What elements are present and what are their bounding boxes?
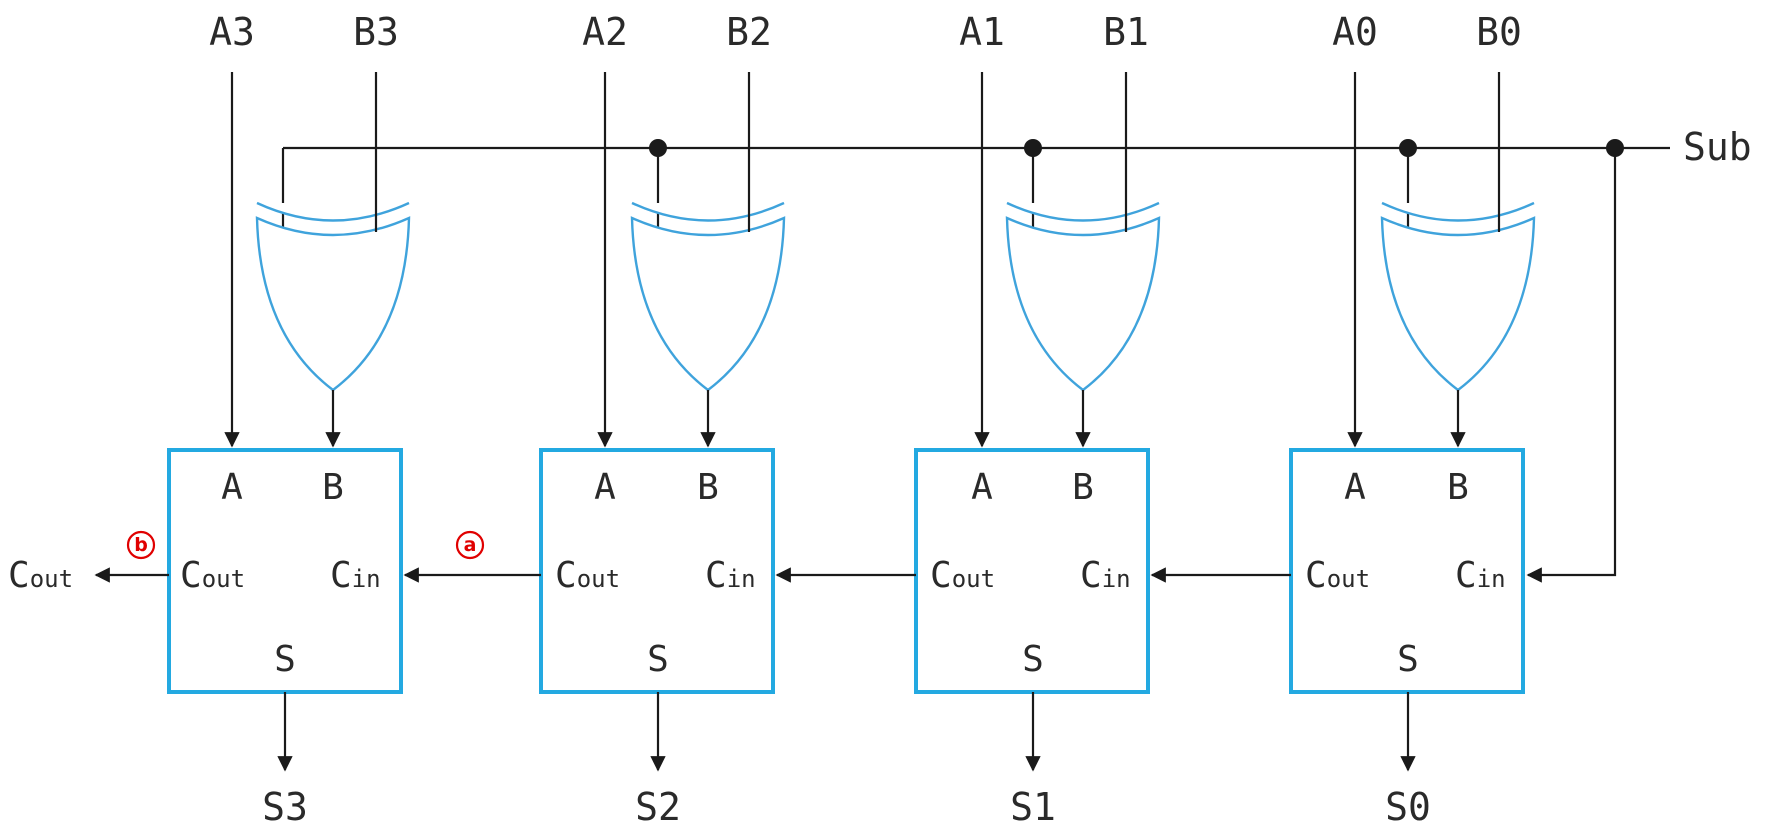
junction-dot-cin0 xyxy=(1606,139,1624,157)
fa3-port-s: S xyxy=(274,639,296,680)
sub-label: Sub xyxy=(1683,125,1752,169)
junction-dot-xor0 xyxy=(1399,139,1417,157)
fa0-port-b: B xyxy=(1447,467,1469,508)
fa0-port-s: S xyxy=(1397,639,1419,680)
fa0-port-a: A xyxy=(1344,467,1366,508)
annotation-mark-a-text: a xyxy=(464,534,477,556)
fa1-port-cin: Cin xyxy=(1080,555,1131,596)
input-label-b0: B0 xyxy=(1476,10,1522,54)
junction-dot-xor1 xyxy=(1024,139,1042,157)
full-adder-3 xyxy=(167,448,403,694)
fa3-port-cout: Cout xyxy=(180,555,245,596)
output-label-s2: S2 xyxy=(635,785,681,829)
output-label-s3: S3 xyxy=(262,785,308,829)
fa2-port-s: S xyxy=(647,639,669,680)
sub-to-cin0-wire xyxy=(1526,148,1617,583)
fa1-port-s: S xyxy=(1022,639,1044,680)
fa1-port-cout: Cout xyxy=(930,555,995,596)
annotation-mark-a: a xyxy=(455,530,485,560)
input-label-b3: B3 xyxy=(353,10,399,54)
input-label-b1: B1 xyxy=(1103,10,1149,54)
cout-final-label: Cout xyxy=(8,555,73,596)
fa0-port-cin: Cin xyxy=(1455,555,1506,596)
fa0-port-cout: Cout xyxy=(1305,555,1370,596)
fa3-port-a: A xyxy=(221,467,243,508)
fa1-port-a: A xyxy=(971,467,993,508)
input-label-b2: B2 xyxy=(726,10,772,54)
xor-gate-1 xyxy=(1005,201,1161,392)
input-label-a1: A1 xyxy=(959,10,1005,54)
fa2-port-b: B xyxy=(697,467,719,508)
input-label-a0: A0 xyxy=(1332,10,1378,54)
xor-gate-0 xyxy=(1380,201,1536,392)
xor-gate-3 xyxy=(255,201,411,392)
full-adder-1 xyxy=(914,448,1150,694)
input-label-a3: A3 xyxy=(209,10,255,54)
annotation-mark-b-text: b xyxy=(134,534,148,556)
annotation-mark-b: b xyxy=(126,530,156,560)
fa2-port-a: A xyxy=(594,467,616,508)
fa2-port-cin: Cin xyxy=(705,555,756,596)
full-adder-2 xyxy=(539,448,775,694)
fa3-port-cin: Cin xyxy=(330,555,381,596)
fa1-port-b: B xyxy=(1072,467,1094,508)
input-label-a2: A2 xyxy=(582,10,628,54)
output-label-s0: S0 xyxy=(1385,785,1431,829)
output-label-s1: S1 xyxy=(1010,785,1056,829)
fa3-port-b: B xyxy=(322,467,344,508)
xor-gate-2 xyxy=(630,201,786,392)
junction-dot-xor2 xyxy=(649,139,667,157)
fa2-port-cout: Cout xyxy=(555,555,620,596)
